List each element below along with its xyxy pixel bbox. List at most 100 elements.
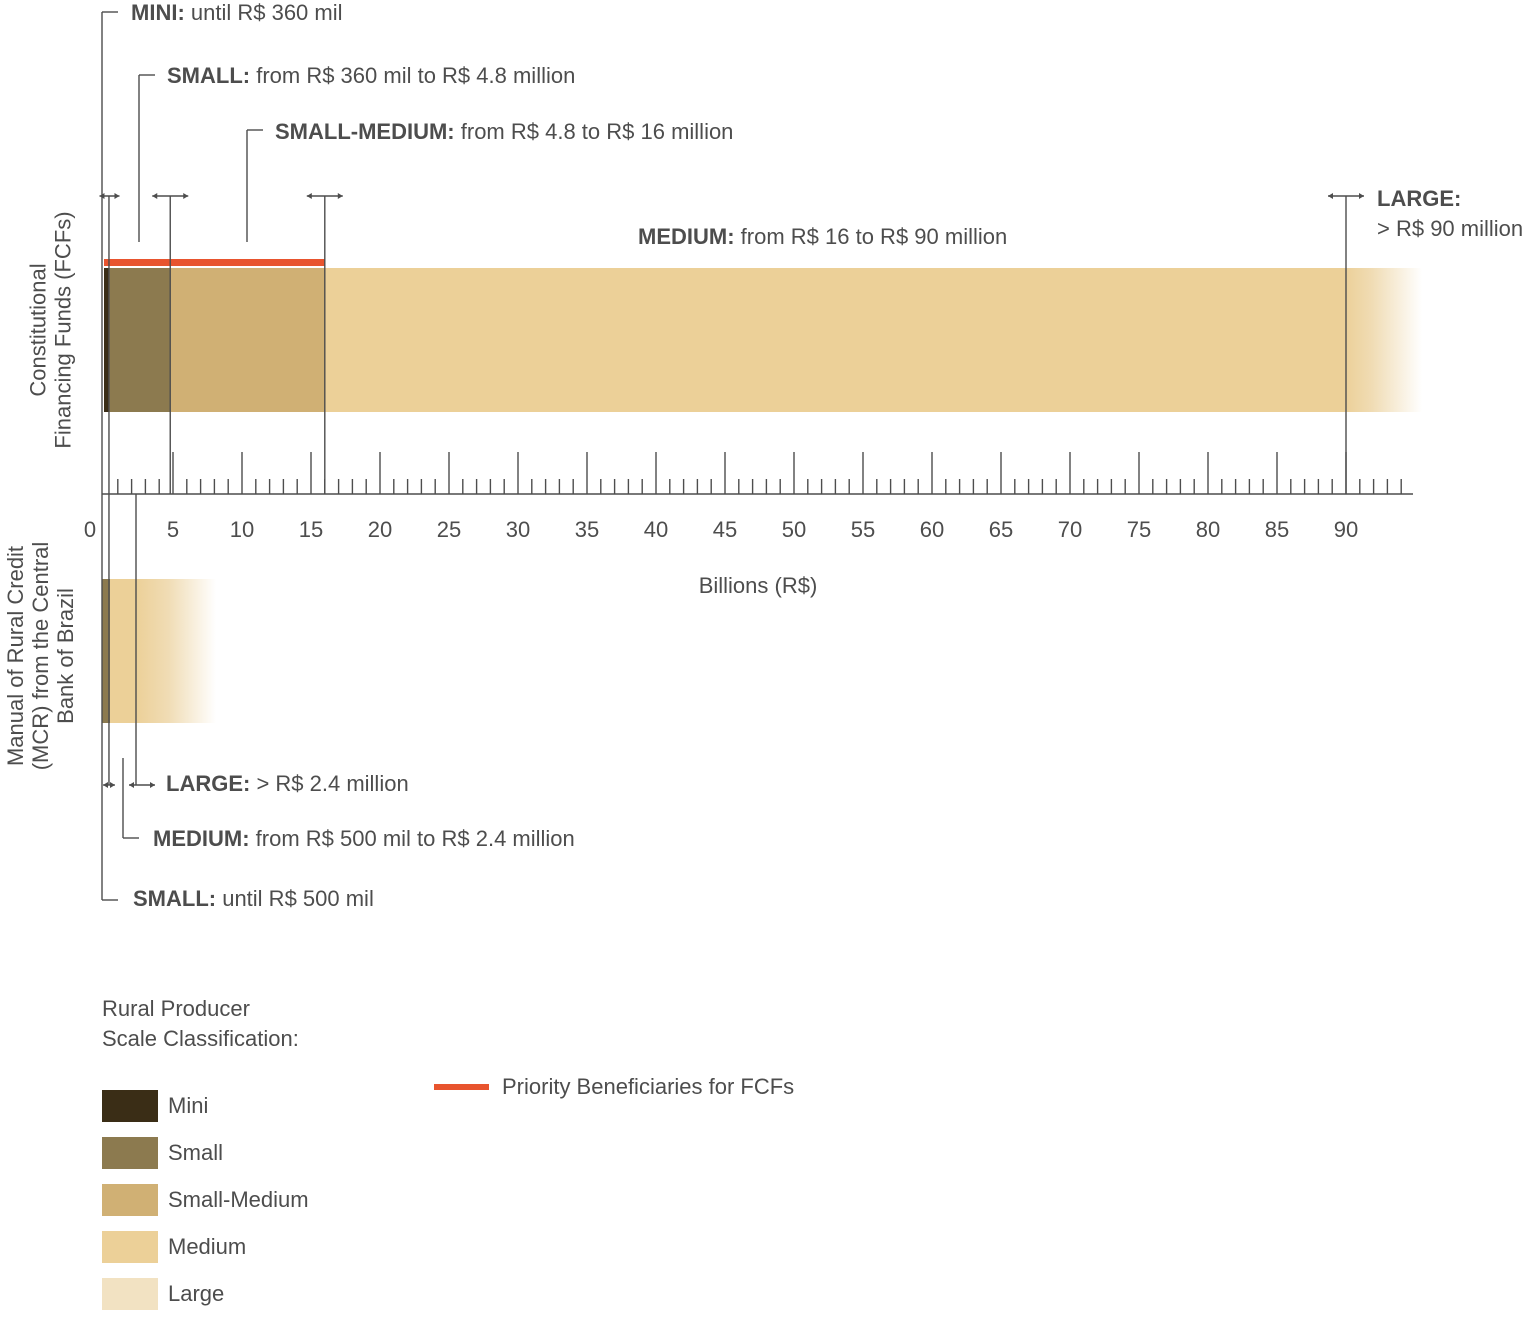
bar-fcf-small-medium	[170, 268, 325, 412]
tick-label-35: 35	[575, 517, 599, 542]
legend-label-large: Large	[168, 1281, 225, 1306]
label-fcf-small: SMALL: from R$ 360 mil to R$ 4.8 million	[167, 63, 575, 88]
row-label-fcf-line-0: Constitutional	[26, 263, 51, 396]
label-fcf-mini: MINI: until R$ 360 mil	[131, 0, 343, 25]
arrow-head-left	[1328, 193, 1333, 199]
bar-mcr-medium	[110, 579, 136, 723]
label-fcf-small-medium-text: from R$ 4.8 to R$ 16 million	[455, 119, 734, 144]
tick-label-10: 10	[230, 517, 254, 542]
bar-fcf-mini	[104, 268, 109, 412]
tick-label-60: 60	[920, 517, 944, 542]
legend-item-small-medium: Small-Medium	[102, 1184, 309, 1231]
tick-label-20: 20	[368, 517, 392, 542]
arrow-head-right	[150, 782, 155, 788]
legend-swatch-large	[102, 1278, 158, 1310]
bar-fcf-small	[108, 268, 171, 412]
label-fcf-medium-text: from R$ 16 to R$ 90 million	[735, 224, 1008, 249]
row-label-mcr-line-0: Manual of Rural Credit	[3, 546, 28, 766]
legend-priority-label: Priority Beneficiaries for FCFs	[502, 1074, 795, 1099]
label-fcf-small-bold: SMALL:	[167, 63, 250, 88]
tick-label-80: 80	[1196, 517, 1220, 542]
legend-swatch-mini	[102, 1090, 158, 1122]
bar-mcr-large	[136, 579, 216, 723]
legend-label-mini: Mini	[168, 1093, 209, 1118]
legend-swatch-small	[102, 1137, 158, 1169]
bar-fcf-large	[1345, 268, 1422, 412]
priority-bar	[104, 259, 325, 266]
bar-fcf-medium	[324, 268, 1346, 412]
arrow-mcr-0-5	[103, 782, 115, 788]
arrow-head-left	[129, 782, 134, 788]
legend-label-small: Small	[168, 1140, 224, 1165]
legend-title-line1: Rural Producer	[102, 996, 250, 1021]
tick-label-85: 85	[1265, 517, 1289, 542]
tick-label-45: 45	[713, 517, 737, 542]
legend-label-small-medium: Small-Medium	[168, 1187, 309, 1212]
legend-item-medium: Medium	[102, 1231, 299, 1278]
tick-label-90: 90	[1334, 517, 1358, 542]
legend-title-line2: Scale Classification:	[102, 1026, 299, 1051]
arrow-4-8	[152, 193, 189, 199]
row-label-mcr-line-1: (MCR) from the Central	[28, 542, 53, 771]
arrow-head-right	[183, 193, 189, 199]
tick-label-5: 5	[167, 517, 179, 542]
legend-swatch-medium	[102, 1231, 158, 1263]
legend-item-small: Small	[102, 1137, 299, 1184]
arrow-mcr-2-4	[129, 782, 155, 788]
label-fcf-large-text: > R$ 90 million	[1377, 216, 1523, 241]
tick-label-30: 30	[506, 517, 530, 542]
label-mcr-small-bold: SMALL:	[133, 886, 216, 911]
arrow-head-left	[99, 193, 105, 199]
tick-label-0: 0	[84, 517, 96, 542]
legend-swatch-small-medium	[102, 1184, 158, 1216]
label-fcf-small-medium-bold: SMALL-MEDIUM:	[275, 119, 455, 144]
label-mcr-medium-bold: MEDIUM:	[153, 826, 250, 851]
label-mcr-small: SMALL: until R$ 500 mil	[133, 886, 374, 911]
label-mcr-large-bold: LARGE:	[166, 771, 250, 796]
label-mcr-large-text: > R$ 2.4 million	[250, 771, 408, 796]
label-fcf-mini-bold: MINI:	[131, 0, 185, 25]
arrow-16	[306, 193, 343, 199]
arrow-head-left	[152, 193, 158, 199]
x-axis-label: Billions (R$)	[699, 573, 818, 598]
arrow-head-right	[114, 193, 120, 199]
row-label-mcr-line-2: Bank of Brazil	[53, 588, 78, 724]
legend-label-medium: Medium	[168, 1234, 247, 1259]
row-label-mcr: Manual of Rural Credit(MCR) from the Cen…	[3, 542, 78, 771]
label-fcf-large-bold: LARGE:	[1377, 186, 1461, 211]
tick-label-55: 55	[851, 517, 875, 542]
tick-label-65: 65	[989, 517, 1013, 542]
arrow-head-left	[103, 782, 108, 788]
arrow-head-right	[110, 782, 115, 788]
arrow-90	[1328, 193, 1364, 199]
tick-label-15: 15	[299, 517, 323, 542]
tick-label-25: 25	[437, 517, 461, 542]
label-mcr-medium: MEDIUM: from R$ 500 mil to R$ 2.4 millio…	[153, 826, 575, 851]
arrow-head-left	[306, 193, 312, 199]
arrow-mini	[99, 193, 120, 199]
label-mcr-medium-text: from R$ 500 mil to R$ 2.4 million	[250, 826, 575, 851]
legend-item-mini: Mini	[102, 1090, 299, 1137]
legend-item-large: Large	[102, 1278, 299, 1325]
tick-label-75: 75	[1127, 517, 1151, 542]
bar-segments	[102, 259, 1422, 723]
label-fcf-medium-bold: MEDIUM:	[638, 224, 735, 249]
tick-label-70: 70	[1058, 517, 1082, 542]
tick-label-50: 50	[782, 517, 806, 542]
label-fcf-small-text: from R$ 360 mil to R$ 4.8 million	[250, 63, 575, 88]
bar-mcr-small	[102, 579, 110, 723]
label-mcr-large: LARGE: > R$ 2.4 million	[166, 771, 409, 796]
legend-priority-line	[434, 1084, 489, 1090]
label-fcf-small-medium: SMALL-MEDIUM: from R$ 4.8 to R$ 16 milli…	[275, 119, 733, 144]
label-mcr-small-text: until R$ 500 mil	[216, 886, 374, 911]
annotation-guides	[99, 11, 1364, 901]
legend: Rural Producer Scale Classification: Min…	[102, 994, 309, 1325]
label-fcf-mini-text: until R$ 360 mil	[185, 0, 343, 25]
arrow-head-right	[337, 193, 343, 199]
arrow-head-right	[1359, 193, 1364, 199]
